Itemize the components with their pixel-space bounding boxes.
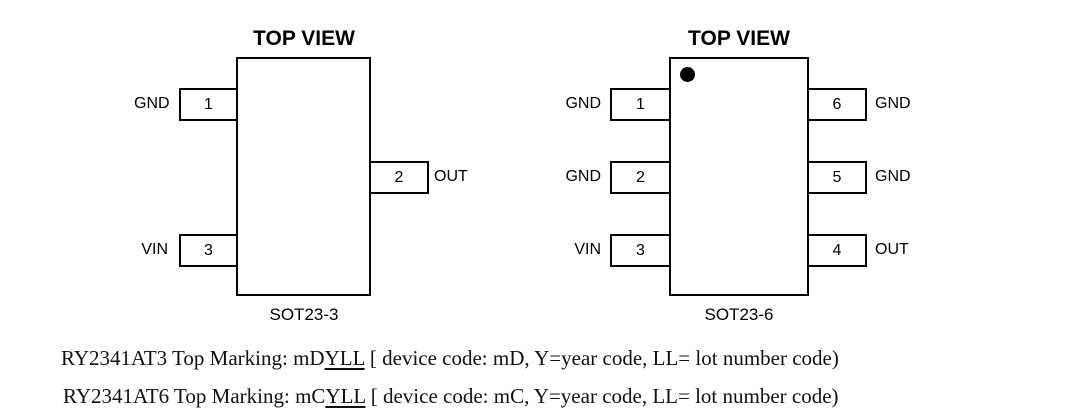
part-number: RY2341AT6 bbox=[63, 384, 170, 408]
pin-number: 2 bbox=[636, 168, 645, 186]
pin-6: 6 bbox=[807, 88, 867, 121]
pin-4-label: OUT bbox=[875, 241, 909, 258]
package-body bbox=[236, 57, 371, 296]
marking-line-t6: RY2341AT6 Top Marking: mCYLL [ device co… bbox=[63, 383, 839, 409]
marking-description: [ device code: mC, Y=year code, LL= lot … bbox=[365, 384, 839, 408]
part-number: RY2341AT3 bbox=[61, 346, 168, 370]
pin-1: 1 bbox=[179, 88, 238, 121]
pin-1-label: GND bbox=[134, 95, 170, 112]
code-prefix: mD bbox=[293, 346, 325, 370]
pin-2: 2 bbox=[369, 161, 429, 194]
marking-label: Top Marking: bbox=[167, 346, 294, 370]
pin-5: 5 bbox=[807, 161, 867, 194]
pin-number: 6 bbox=[832, 95, 842, 113]
pin-number: 5 bbox=[832, 168, 842, 186]
pin1-marker-dot-icon bbox=[680, 67, 695, 82]
pin-number: 1 bbox=[636, 95, 645, 113]
pin-3-label: VIN bbox=[574, 241, 601, 258]
pin-1: 1 bbox=[610, 88, 671, 121]
pin-3: 3 bbox=[179, 234, 238, 267]
marking-label: Top Marking: bbox=[169, 384, 296, 408]
diagram-title: TOP VIEW bbox=[253, 27, 355, 50]
package-body bbox=[669, 57, 809, 296]
pin-3: 3 bbox=[610, 234, 671, 267]
code-underlined: YLL bbox=[324, 346, 365, 370]
pin-2-label: OUT bbox=[434, 168, 468, 185]
pin-number: 4 bbox=[832, 241, 842, 259]
pin-2-label: GND bbox=[565, 168, 601, 185]
pin-5-label: GND bbox=[875, 168, 911, 185]
pin-4: 4 bbox=[807, 234, 867, 267]
package-name: SOT23-6 bbox=[704, 305, 774, 324]
diagram-title: TOP VIEW bbox=[688, 27, 790, 50]
pin-1-label: GND bbox=[565, 95, 601, 112]
pin-3-label: VIN bbox=[141, 241, 168, 258]
pin-number: 2 bbox=[394, 168, 404, 186]
package-name: SOT23-3 bbox=[269, 305, 339, 324]
marking-description: [ device code: mD, Y=year code, LL= lot … bbox=[364, 346, 839, 370]
code-underlined: YLL bbox=[325, 384, 366, 408]
code-prefix: mC bbox=[295, 384, 326, 408]
marking-line-t3: RY2341AT3 Top Marking: mDYLL [ device co… bbox=[61, 345, 839, 371]
pin-number: 3 bbox=[636, 241, 645, 259]
pin-6-label: GND bbox=[875, 95, 911, 112]
pin-number: 3 bbox=[204, 241, 213, 259]
pin-2: 2 bbox=[610, 161, 671, 194]
pin-number: 1 bbox=[204, 95, 213, 113]
